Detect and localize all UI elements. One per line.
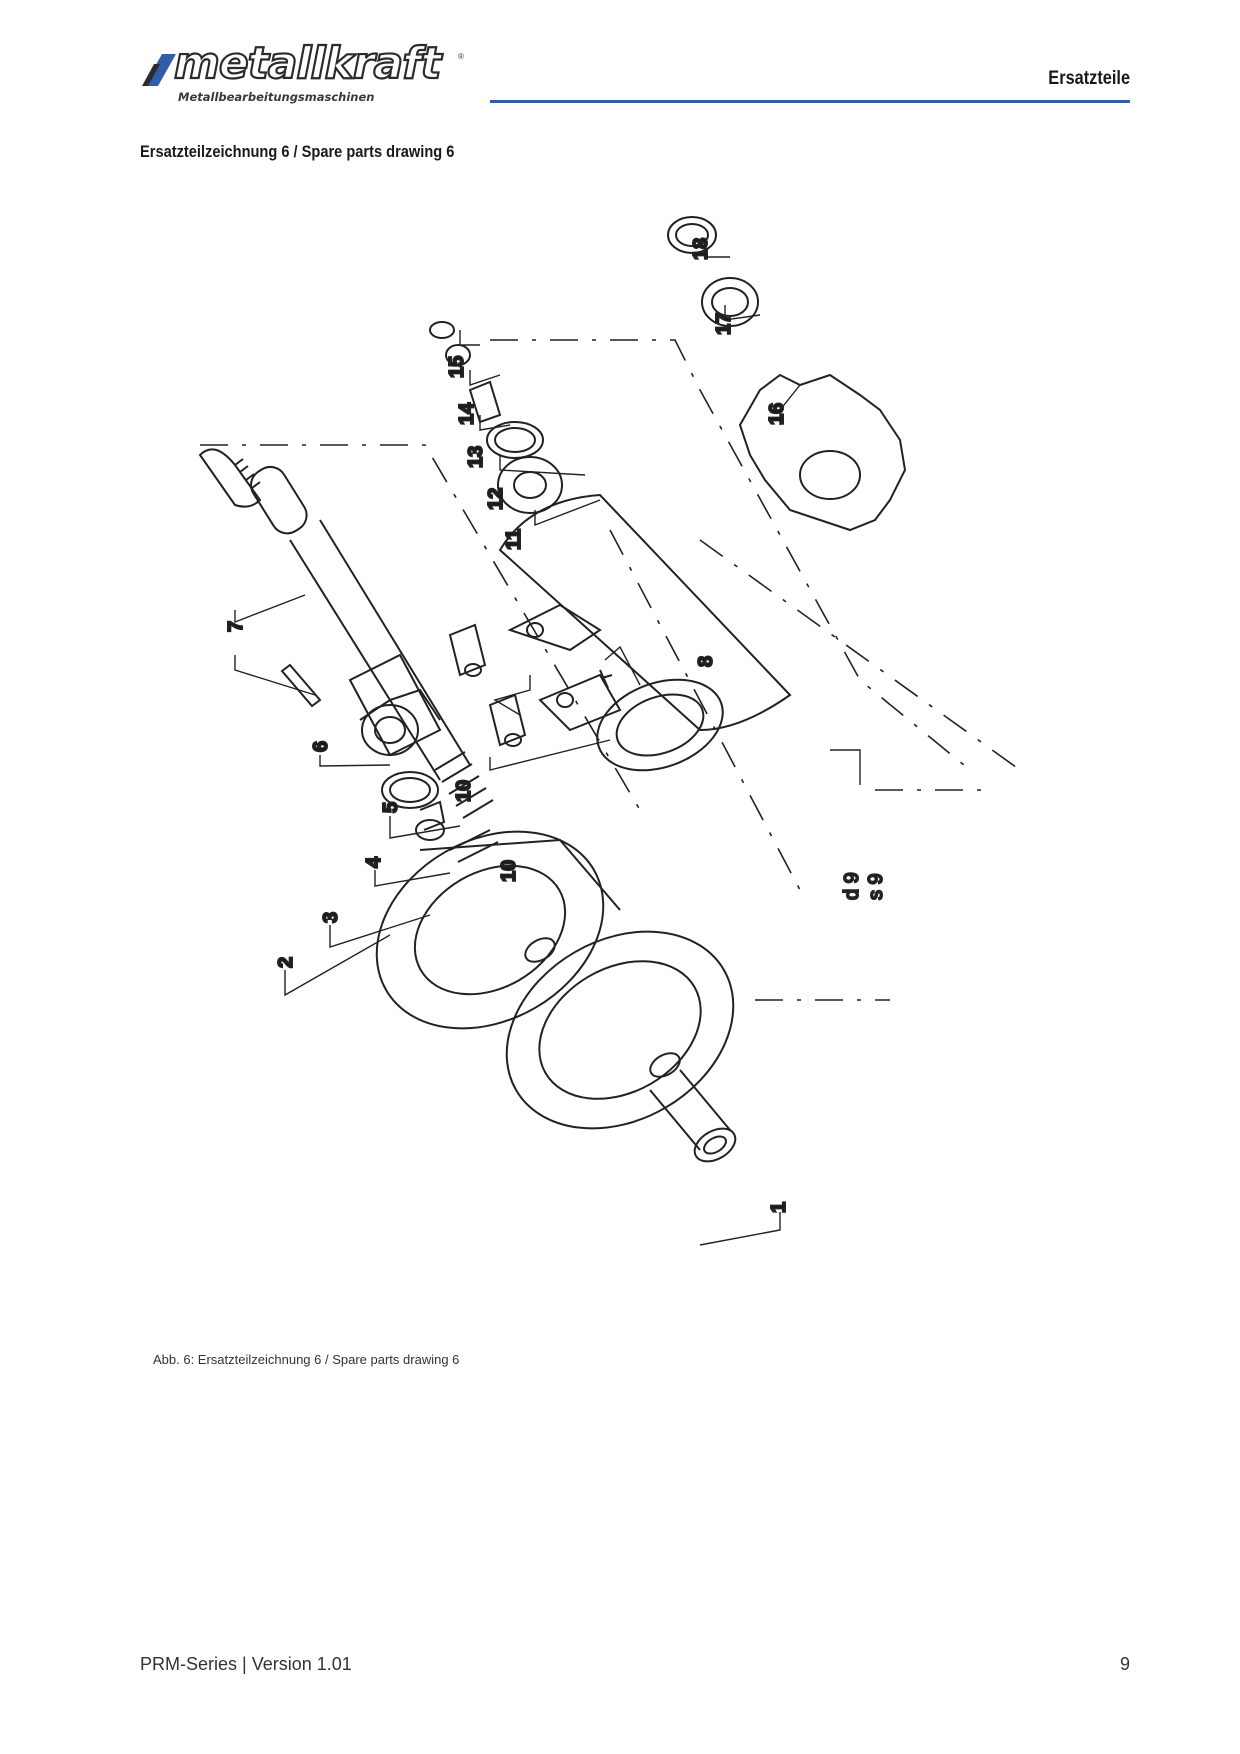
assembly-centerlines: [200, 339, 1021, 1001]
part-label-13: 13: [465, 446, 487, 468]
part-label-11: 11: [503, 529, 525, 550]
bearing-part-5: [359, 688, 441, 756]
part-label-12: 12: [485, 488, 507, 510]
spec-label-s9: s 9: [865, 873, 887, 900]
brand-logo: metallkraft ® Metallbearbeitungsmaschine…: [140, 40, 470, 108]
part-label-4: 4: [363, 856, 385, 868]
pulley-assembly-part-1-2: [375, 830, 737, 1163]
section-title: Ersatzteile: [1048, 68, 1130, 89]
page-number: 9: [1119, 1654, 1130, 1674]
part-label-17: 17: [713, 313, 735, 335]
part-label-10b: 10: [498, 860, 520, 882]
ring-part-18: [667, 216, 717, 254]
registered-mark: ®: [458, 52, 464, 61]
footer-version: PRM-Series | Version 1.01: [140, 1654, 352, 1674]
figure-caption: Abb. 6: Ersatzteilzeichnung 6 / Spare pa…: [153, 1352, 460, 1367]
part-label-2: 2: [275, 957, 297, 968]
part-label-18: 18: [690, 238, 712, 260]
part-label-3: 3: [320, 912, 342, 923]
part-label-16: 16: [766, 403, 788, 425]
toothed-ring-part-17: [701, 277, 759, 327]
pins-part-10: [448, 623, 527, 747]
bearing-stack-parts-11-15: [429, 321, 563, 514]
part-label-10a: 10: [453, 780, 475, 802]
leader-lines: [234, 245, 861, 1246]
part-label-5: 5: [380, 802, 402, 813]
logo-mark-icon: [142, 54, 176, 86]
spec-label-d9: d 9: [841, 872, 863, 900]
part-label-1: 1: [768, 1202, 790, 1213]
drawing-title: Ersatzteilzeichnung 6 / Spare parts draw…: [140, 142, 455, 161]
housing-cylinder: [498, 493, 792, 772]
sleeve-part-3: [415, 800, 446, 841]
header-divider: [490, 100, 1130, 103]
spare-parts-drawing: 1 2 3 4 5 6 7 8 10 10 11 12 13 14 15 16 …: [140, 210, 1100, 1325]
part-label-15: 15: [446, 356, 468, 378]
key-part-6: [280, 663, 322, 708]
brand-tagline: Metallbearbeitungsmaschinen: [178, 90, 375, 104]
brand-name: metallkraft: [173, 38, 443, 89]
ring-part-4: [381, 771, 439, 809]
gear-part-16: [738, 373, 907, 532]
part-label-14: 14: [456, 402, 478, 425]
part-label-8: 8: [695, 656, 717, 667]
part-label-7: 7: [225, 621, 247, 632]
part-label-6: 6: [310, 741, 332, 752]
